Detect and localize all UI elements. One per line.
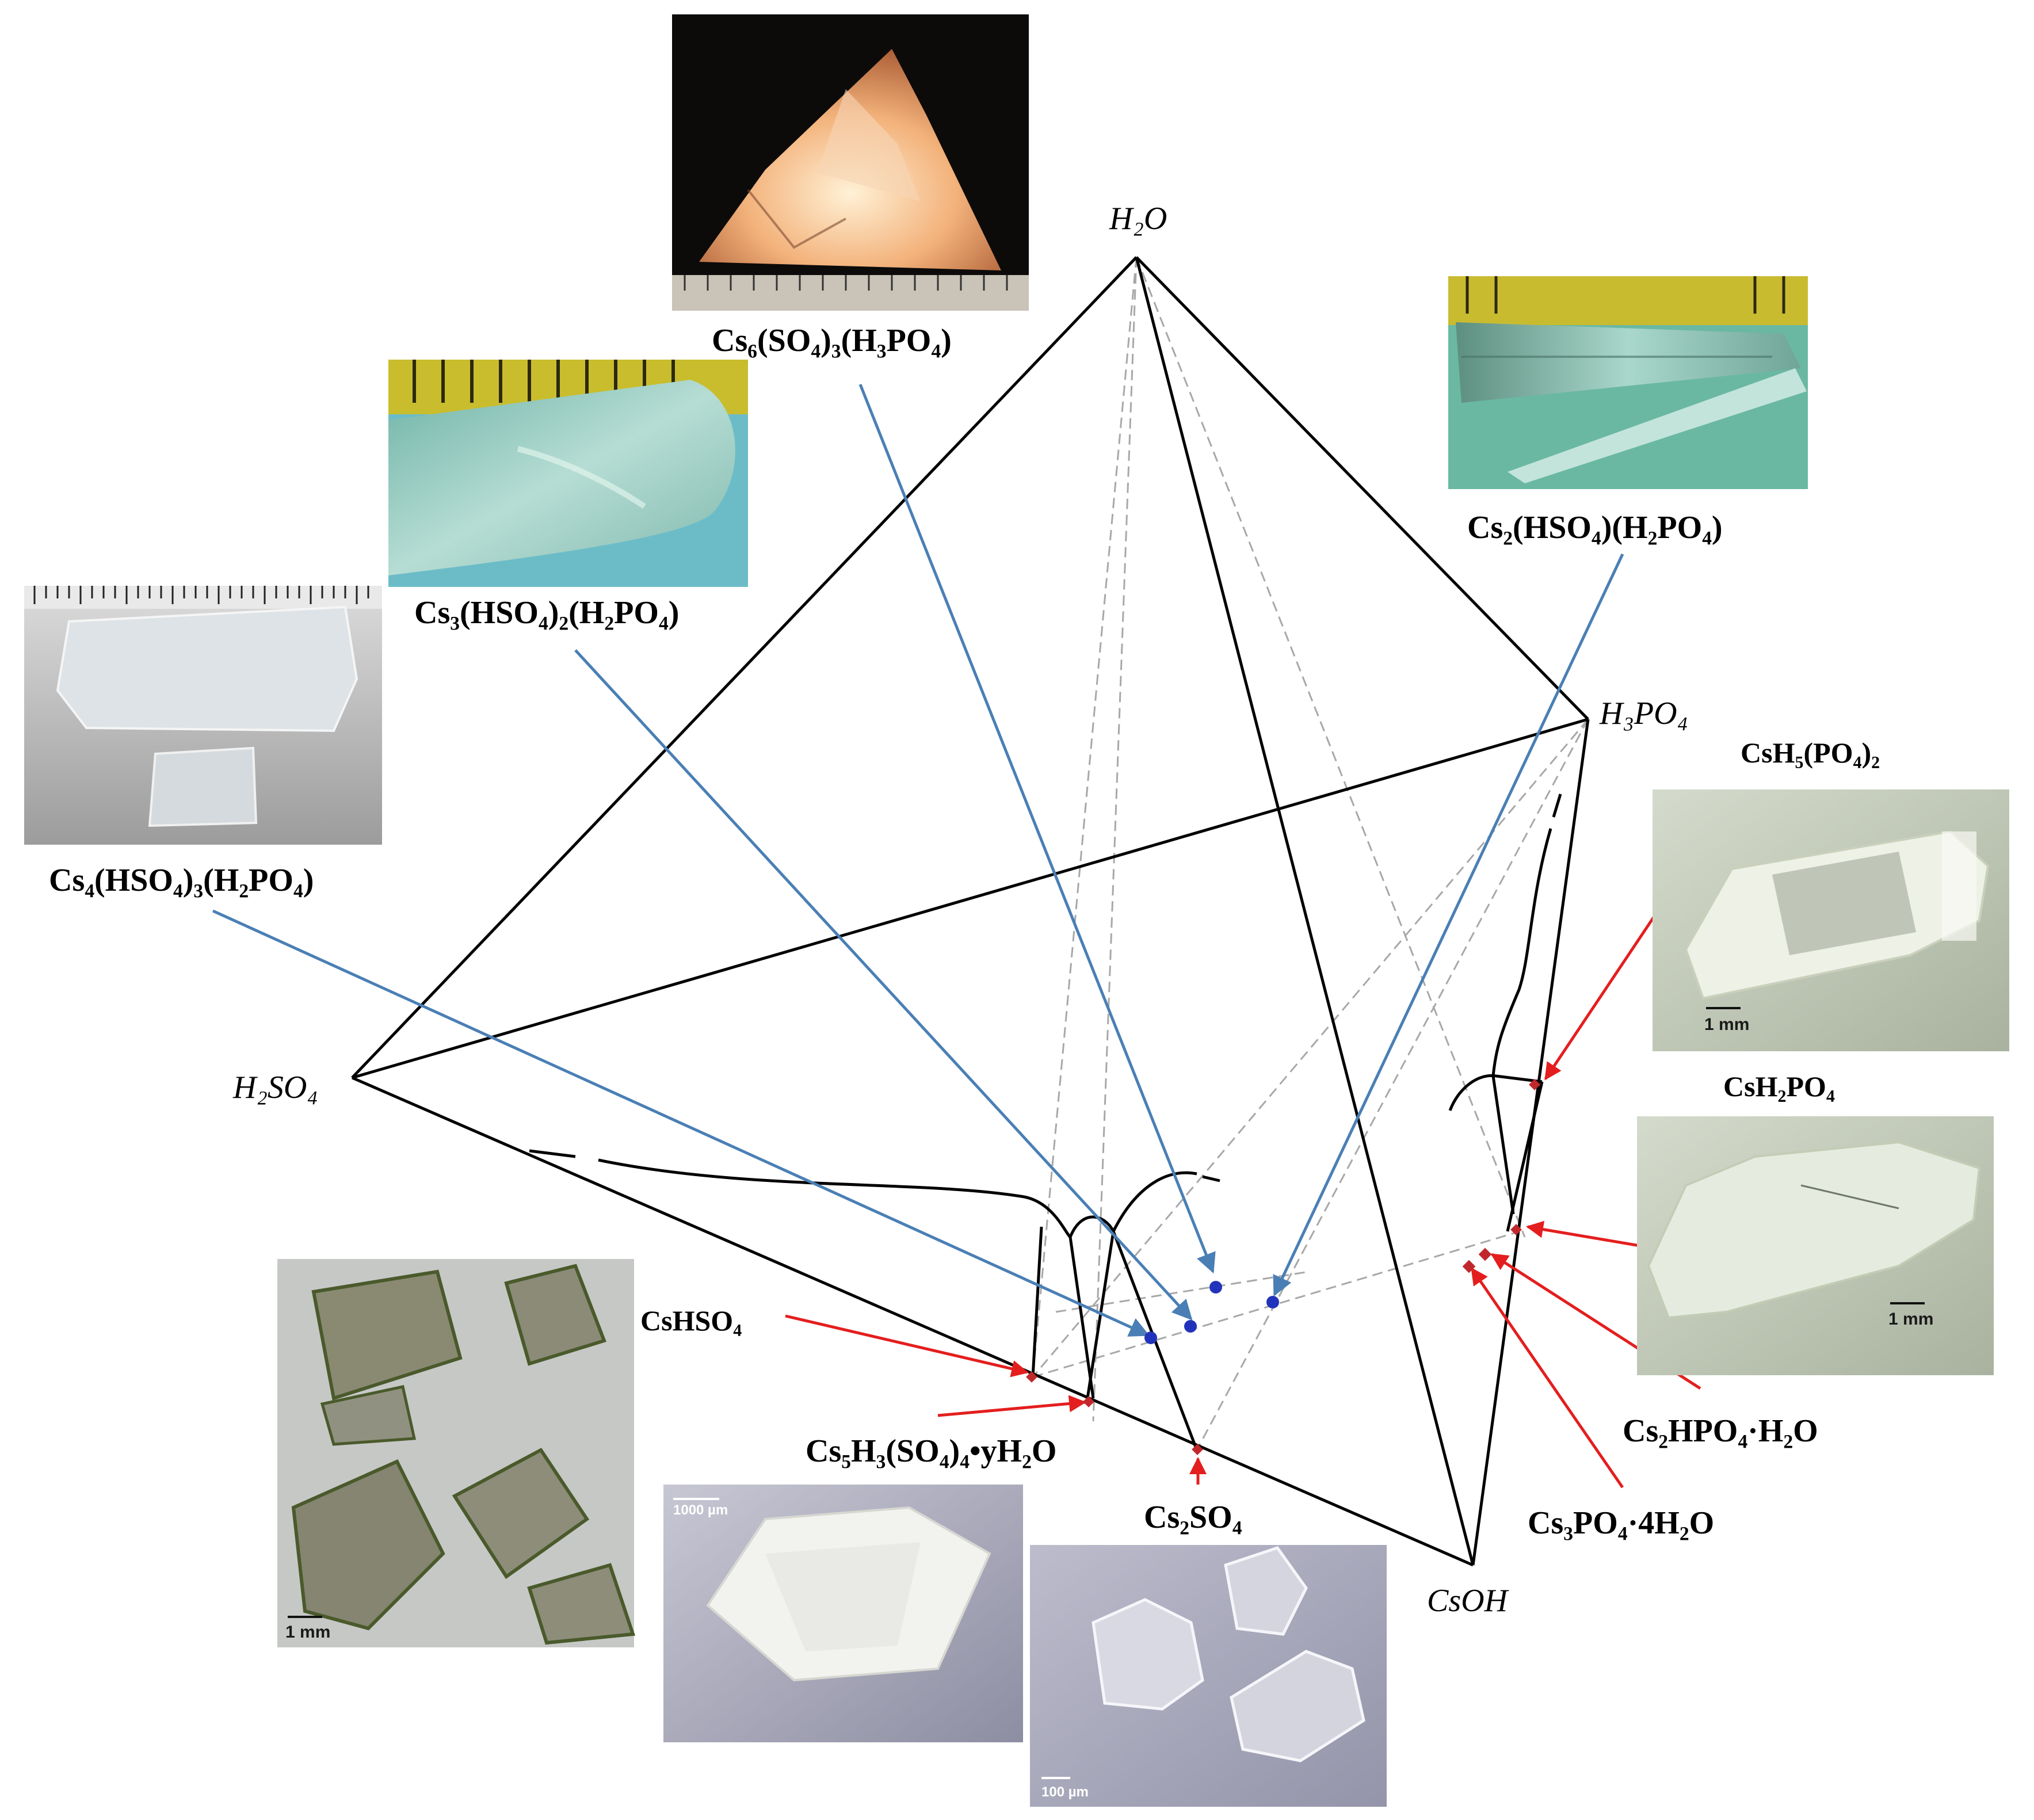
pointer-cs6 <box>858 384 1216 1274</box>
label-cs6: Cs₆(SO₄)₃(H₃PO₄) <box>712 323 952 358</box>
vertex-csoh: CsOH <box>1427 1583 1509 1619</box>
label-cs3po4: Cs₃PO₄·4H₂O <box>1528 1505 1714 1541</box>
scale-csh5: 1 mm <box>1704 1015 1749 1034</box>
vertex-h2so4: H₂SO₄ <box>232 1070 318 1105</box>
label-cs3: Cs₃(HSO₄)₂(H₂PO₄) <box>414 595 679 631</box>
pointer-cs4 <box>212 909 1150 1337</box>
label-cshso4: CsHSO₄ <box>640 1304 742 1337</box>
photo-cs2so4: 100 µm <box>1030 1545 1387 1807</box>
red-pointers <box>785 911 1701 1489</box>
pointer-cs3 <box>574 649 1193 1321</box>
photo-cs6 <box>672 14 1029 311</box>
label-cs2hp: Cs₂(HSO₄)(H₂PO₄) <box>1467 510 1723 545</box>
photo-cs4 <box>24 586 382 845</box>
point-cs2so4 <box>1192 1444 1203 1455</box>
point-cshso4 <box>1026 1371 1037 1383</box>
label-csh5: CsH₅(PO₄)₂ <box>1741 737 1880 769</box>
point-cs2hp <box>1266 1296 1279 1308</box>
point-cs6 <box>1209 1281 1222 1294</box>
label-csh2: CsH₂PO₄ <box>1723 1070 1835 1102</box>
compound-points <box>1026 1079 1540 1455</box>
pointer-csh2 <box>1526 1220 1640 1247</box>
label-cs5: Cs₅H₃(SO₄)₄•yH₂O <box>806 1433 1056 1469</box>
point-cs3 <box>1184 1320 1197 1333</box>
scale-csh2: 1 mm <box>1888 1310 1933 1329</box>
label-cs2so4: Cs₂SO₄ <box>1144 1500 1242 1535</box>
point-csh2 <box>1510 1224 1522 1235</box>
photo-cs3 <box>388 360 748 587</box>
point-cs5 <box>1083 1396 1094 1407</box>
pointer-cs3po4 <box>1470 1267 1624 1489</box>
blue-pointers <box>212 384 1624 1337</box>
vertex-h2o: H₂O <box>1109 201 1167 236</box>
label-cs2hpo4: Cs₂HPO₄·H₂O <box>1623 1413 1818 1449</box>
label-cs4: Cs₄(HSO₄)₃(H₂PO₄) <box>49 863 314 898</box>
tetrahedron-edges <box>351 256 1590 1567</box>
pointer-cs5 <box>937 1395 1086 1417</box>
scale-cs2so4: 100 µm <box>1041 1784 1089 1800</box>
photo-cs2hp <box>1448 276 1808 489</box>
pointer-cshso4 <box>785 1314 1029 1378</box>
point-cs2hpo4 <box>1478 1247 1492 1261</box>
vertex-h3po4: H₃PO₄ <box>1599 696 1688 731</box>
solubility-curves <box>529 793 1562 1451</box>
point-csh5 <box>1529 1079 1540 1090</box>
photo-cs5: 1000 µm <box>663 1485 1023 1742</box>
photo-csh5: 1 mm <box>1653 789 2009 1051</box>
point-cs4 <box>1144 1331 1157 1344</box>
scale-cshso4: 1 mm <box>285 1623 330 1642</box>
point-cs3po4 <box>1462 1260 1476 1273</box>
pointer-csh5 <box>1544 911 1659 1081</box>
pointer-cs2hp <box>1273 553 1624 1297</box>
scale-cs5: 1000 µm <box>673 1502 728 1518</box>
hidden-edges <box>1032 257 1589 1451</box>
photo-cshso4: 1 mm <box>277 1259 636 1647</box>
photo-csh2: 1 mm <box>1637 1116 1994 1375</box>
